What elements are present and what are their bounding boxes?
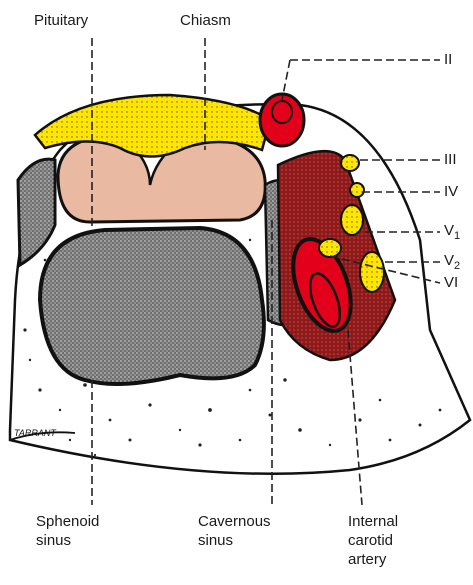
- sphenoid-line1: Sphenoid: [36, 512, 126, 531]
- chiasm-label: Chiasm: [180, 12, 231, 30]
- sphenoid-line2: sinus: [36, 531, 126, 550]
- nerve-v2-label: V2: [444, 252, 460, 271]
- nerve-iv-label: IV: [444, 183, 458, 201]
- nerve-v2-sub: 2: [454, 260, 460, 272]
- nerve-v1-shape: [341, 205, 363, 235]
- cavernous-line2: sinus: [198, 531, 288, 550]
- nerve-v2-main: V: [444, 252, 454, 269]
- nerve-iv-shape: [350, 183, 364, 197]
- carotid-line1: Internal: [348, 512, 438, 531]
- sphenoid-sinus-label: Sphenoid sinus: [36, 512, 126, 550]
- nerve-vi-shape: [319, 239, 341, 257]
- nerve-v2-shape: [360, 252, 384, 292]
- nerve-iii-shape: [341, 155, 359, 171]
- nerve-iii-label: III: [444, 151, 457, 169]
- carotid-line3: artery: [348, 550, 438, 569]
- nerve-ii-label: II: [444, 51, 452, 69]
- cavernous-line1: Cavernous: [198, 512, 288, 531]
- sphenoid-sinus-shape: [40, 228, 264, 384]
- carotid-line2: carotid: [348, 531, 438, 550]
- internal-carotid-label: Internal carotid artery: [348, 512, 438, 569]
- nerve-vi-label: VI: [444, 274, 458, 292]
- nerve-v1-main: V: [444, 222, 454, 239]
- signature-text: TARRANT: [14, 428, 57, 438]
- nerve-v1-label: V1: [444, 222, 460, 241]
- cavernous-sinus-label: Cavernous sinus: [198, 512, 288, 550]
- nerve-v1-sub: 1: [454, 230, 460, 242]
- pituitary-label: Pituitary: [34, 12, 88, 30]
